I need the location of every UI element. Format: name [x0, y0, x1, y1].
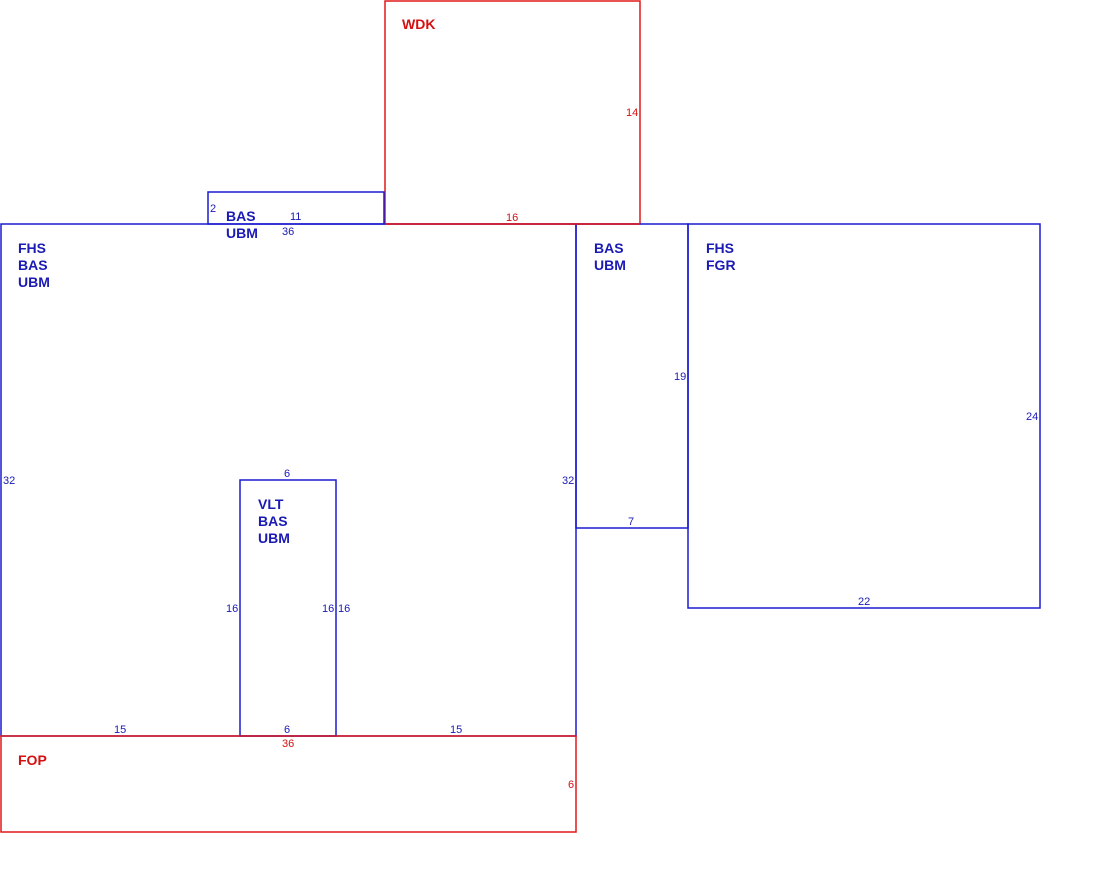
fgr-label-2: FGR: [706, 257, 736, 273]
dim-fgr-right: 24: [1026, 411, 1038, 423]
main-label-1: FHS: [18, 240, 46, 256]
dim-vlt-bottom: 6: [284, 724, 290, 736]
bas-right-label-1: BAS: [594, 240, 624, 256]
main-label-3: UBM: [18, 274, 50, 290]
dim-vlt-right-out: 16: [338, 603, 350, 615]
dim-bas-right-right: 19: [674, 371, 686, 383]
fgr-area: [687, 223, 1041, 609]
dim-fgr-bottom: 22: [858, 596, 870, 608]
dim-bas-small-left: 2: [210, 203, 216, 215]
wdk-label: WDK: [402, 16, 435, 32]
dim-fop-right: 6: [568, 779, 574, 791]
vlt-label-3: UBM: [258, 530, 290, 546]
dim-vlt-left: 16: [226, 603, 238, 615]
vlt-label-2: BAS: [258, 513, 288, 529]
dim-main-bottom-left: 15: [114, 724, 126, 736]
dim-main-top: 36: [282, 226, 294, 238]
dim-bas-small-top: 11: [290, 211, 301, 223]
dim-main-left: 32: [3, 475, 15, 487]
fgr-label-1: FHS: [706, 240, 734, 256]
dim-fop-top: 36: [282, 738, 294, 750]
vlt-label-1: VLT: [258, 496, 284, 512]
dim-wdk-bottom: 16: [506, 212, 518, 224]
wdk-area: [384, 0, 641, 225]
bas-right-label-2: UBM: [594, 257, 626, 273]
bas-small-label-2: UBM: [226, 225, 258, 241]
main-label-2: BAS: [18, 257, 48, 273]
dim-bas-right-bottom: 7: [628, 516, 634, 528]
dim-main-right: 32: [562, 475, 574, 487]
dim-main-bottom-right: 15: [450, 724, 462, 736]
dim-vlt-top: 6: [284, 468, 290, 480]
dim-wdk-right: 14: [626, 107, 638, 119]
dim-vlt-right-in: 16: [322, 603, 334, 615]
fop-label: FOP: [18, 752, 47, 768]
bas-right-area: [575, 223, 689, 529]
fop-area: [0, 735, 577, 833]
bas-small-label-1: BAS: [226, 208, 256, 224]
